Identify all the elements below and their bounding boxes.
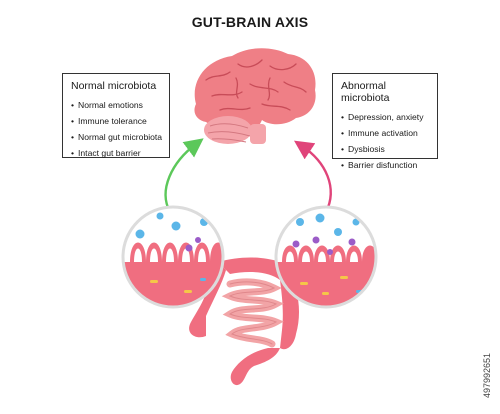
normal-microbiota-box: Normal microbiota Normal emotions Immune… [62,73,170,158]
normal-microbiota-heading: Normal microbiota [71,80,157,92]
intestine-icon [189,257,299,386]
abnormal-item: Barrier disfunction [341,157,429,173]
diagram-title: GUT-BRAIN AXIS [191,14,309,30]
normal-item: Intact gut barrier [71,145,161,161]
abnormal-microbiota-heading: Abnormal microbiota [341,80,390,104]
magnifier-normal-gut [121,205,225,309]
abnormal-item: Immune activation [341,125,429,141]
abnormal-microbiota-list: Depression, anxiety Immune activation Dy… [341,109,429,173]
abnormal-microbiota-box: Abnormal microbiota Depression, anxiety … [332,73,438,170]
abnormal-item: Dysbiosis [341,141,429,157]
normal-item: Normal emotions [71,97,161,113]
normal-item: Normal gut microbiota [71,129,162,145]
brain-icon [194,48,316,144]
stock-id-label: 497992651 [482,352,492,398]
magnifier-abnormal-gut [274,205,378,309]
normal-item: Immune tolerance [71,113,161,129]
abnormal-item: Depression, anxiety [341,109,429,125]
arrow-normal [164,138,204,213]
normal-microbiota-list: Normal emotions Immune tolerance Normal … [71,97,162,161]
arrow-abnormal [294,140,332,213]
